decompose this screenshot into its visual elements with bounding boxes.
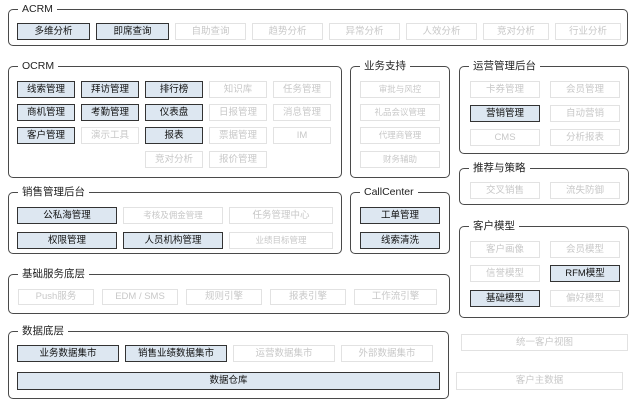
module[interactable]: 线索清洗 <box>360 232 440 249</box>
module[interactable]: 会员管理 <box>550 81 620 98</box>
ocrm-group: OCRM 线索管理 拜访管理 排行榜 知识库 任务管理 商机管理 考勤管理 仪表… <box>8 60 342 178</box>
module[interactable]: 任务管理中心 <box>229 207 333 224</box>
module[interactable]: 公私海管理 <box>17 207 117 224</box>
module[interactable]: 交叉销售 <box>470 182 540 199</box>
business-support-title: 业务支持 <box>360 60 410 73</box>
ops-backend-group: 运营管理后台 卡券管理 会员管理 营销管理 自动营销 CMS 分析报表 <box>459 60 629 154</box>
module[interactable]: 客户画像 <box>470 241 540 258</box>
module[interactable]: 竞对分析 <box>145 151 203 168</box>
customer-model-group: 客户模型 客户画像 会员模型 信誉模型 RFM模型 基础模型 偏好模型 <box>459 220 629 318</box>
module[interactable]: 分析报表 <box>550 129 620 146</box>
acrm-title: ACRM <box>18 3 57 16</box>
module[interactable]: 报价管理 <box>209 151 267 168</box>
module[interactable]: 考勤管理 <box>81 104 139 121</box>
module[interactable]: Push服务 <box>18 289 94 305</box>
module[interactable]: 演示工具 <box>81 127 139 144</box>
recommend-title: 推荐与策略 <box>469 162 530 175</box>
callcenter-title: CallCenter <box>360 186 418 199</box>
module[interactable]: 商机管理 <box>17 104 75 121</box>
module[interactable]: 统一客户视图 <box>461 334 628 351</box>
module[interactable]: 报表引擎 <box>270 289 346 305</box>
module[interactable]: 营销管理 <box>470 105 540 122</box>
module[interactable]: 线索管理 <box>17 81 75 98</box>
module[interactable]: 会员模型 <box>550 241 620 258</box>
module[interactable]: 仪表盘 <box>145 104 203 121</box>
module[interactable]: 竞对分析 <box>483 23 549 40</box>
module[interactable]: 销售业绩数据集市 <box>125 345 227 362</box>
module[interactable]: 工作流引擎 <box>354 289 437 305</box>
module[interactable]: 偏好模型 <box>550 290 620 307</box>
base-service-title: 基础服务底层 <box>18 268 89 281</box>
module[interactable]: 考核及佣金管理 <box>123 207 223 224</box>
module[interactable]: 知识库 <box>209 81 267 98</box>
module[interactable]: IM <box>273 127 331 144</box>
module[interactable]: 审批与风控 <box>360 81 440 98</box>
module[interactable]: 工单管理 <box>360 207 440 224</box>
module[interactable]: 外部数据集市 <box>341 345 433 362</box>
module[interactable]: 财务辅助 <box>360 151 440 168</box>
ops-backend-title: 运营管理后台 <box>469 60 540 73</box>
module[interactable]: 礼品会议管理 <box>360 104 440 121</box>
module[interactable]: 客户主数据 <box>456 372 623 390</box>
recommend-group: 推荐与策略 交叉销售 流失防御 <box>459 162 629 205</box>
module[interactable]: 多维分析 <box>17 23 90 40</box>
module[interactable]: 业务数据集市 <box>17 345 119 362</box>
module[interactable]: 异常分析 <box>329 23 400 40</box>
module[interactable]: 业绩目标管理 <box>229 232 333 249</box>
module[interactable]: 拜访管理 <box>81 81 139 98</box>
module[interactable]: 运营数据集市 <box>233 345 335 362</box>
callcenter-group: CallCenter 工单管理 线索清洗 <box>350 186 450 254</box>
module[interactable]: 人效分析 <box>406 23 477 40</box>
module[interactable]: RFM模型 <box>550 265 620 282</box>
module[interactable]: 规则引擎 <box>186 289 262 305</box>
data-layer-title: 数据底层 <box>18 325 68 338</box>
sales-backend-title: 销售管理后台 <box>18 186 89 199</box>
business-support-group: 业务支持 审批与风控 礼品会议管理 代理商管理 财务辅助 <box>350 60 450 178</box>
module[interactable]: 行业分析 <box>555 23 621 40</box>
module[interactable]: 数据仓库 <box>17 372 440 390</box>
sales-backend-group: 销售管理后台 公私海管理 考核及佣金管理 任务管理中心 权限管理 人员机构管理 … <box>8 186 342 254</box>
module[interactable]: 卡券管理 <box>470 81 540 98</box>
module[interactable]: CMS <box>470 129 540 146</box>
module[interactable]: 基础模型 <box>470 290 540 307</box>
module[interactable]: 趋势分析 <box>252 23 323 40</box>
module[interactable]: 权限管理 <box>17 232 117 249</box>
customer-model-title: 客户模型 <box>469 220 519 233</box>
module[interactable]: 报表 <box>145 127 203 144</box>
module[interactable]: 消息管理 <box>273 104 331 121</box>
module[interactable]: 人员机构管理 <box>123 232 223 249</box>
module[interactable]: 任务管理 <box>273 81 331 98</box>
ocrm-title: OCRM <box>18 60 59 73</box>
module[interactable]: 客户管理 <box>17 127 75 144</box>
base-service-group: 基础服务底层 Push服务 EDM / SMS 规则引擎 报表引擎 工作流引擎 <box>8 268 450 314</box>
module[interactable]: 日报管理 <box>209 104 267 121</box>
module[interactable]: 即席查询 <box>96 23 169 40</box>
module[interactable]: 排行榜 <box>145 81 203 98</box>
module[interactable]: 自助查询 <box>175 23 246 40</box>
data-layer-group: 数据底层 业务数据集市 销售业绩数据集市 运营数据集市 外部数据集市 数据仓库 <box>8 325 449 399</box>
module[interactable]: EDM / SMS <box>102 289 178 305</box>
module[interactable]: 票据管理 <box>209 127 267 144</box>
module[interactable]: 信誉模型 <box>470 265 540 282</box>
module[interactable]: 流失防御 <box>550 182 620 199</box>
module[interactable]: 代理商管理 <box>360 127 440 144</box>
module[interactable]: 自动营销 <box>550 105 620 122</box>
acrm-group: ACRM 多维分析 即席查询 自助查询 趋势分析 异常分析 人效分析 竞对分析 … <box>8 3 628 46</box>
